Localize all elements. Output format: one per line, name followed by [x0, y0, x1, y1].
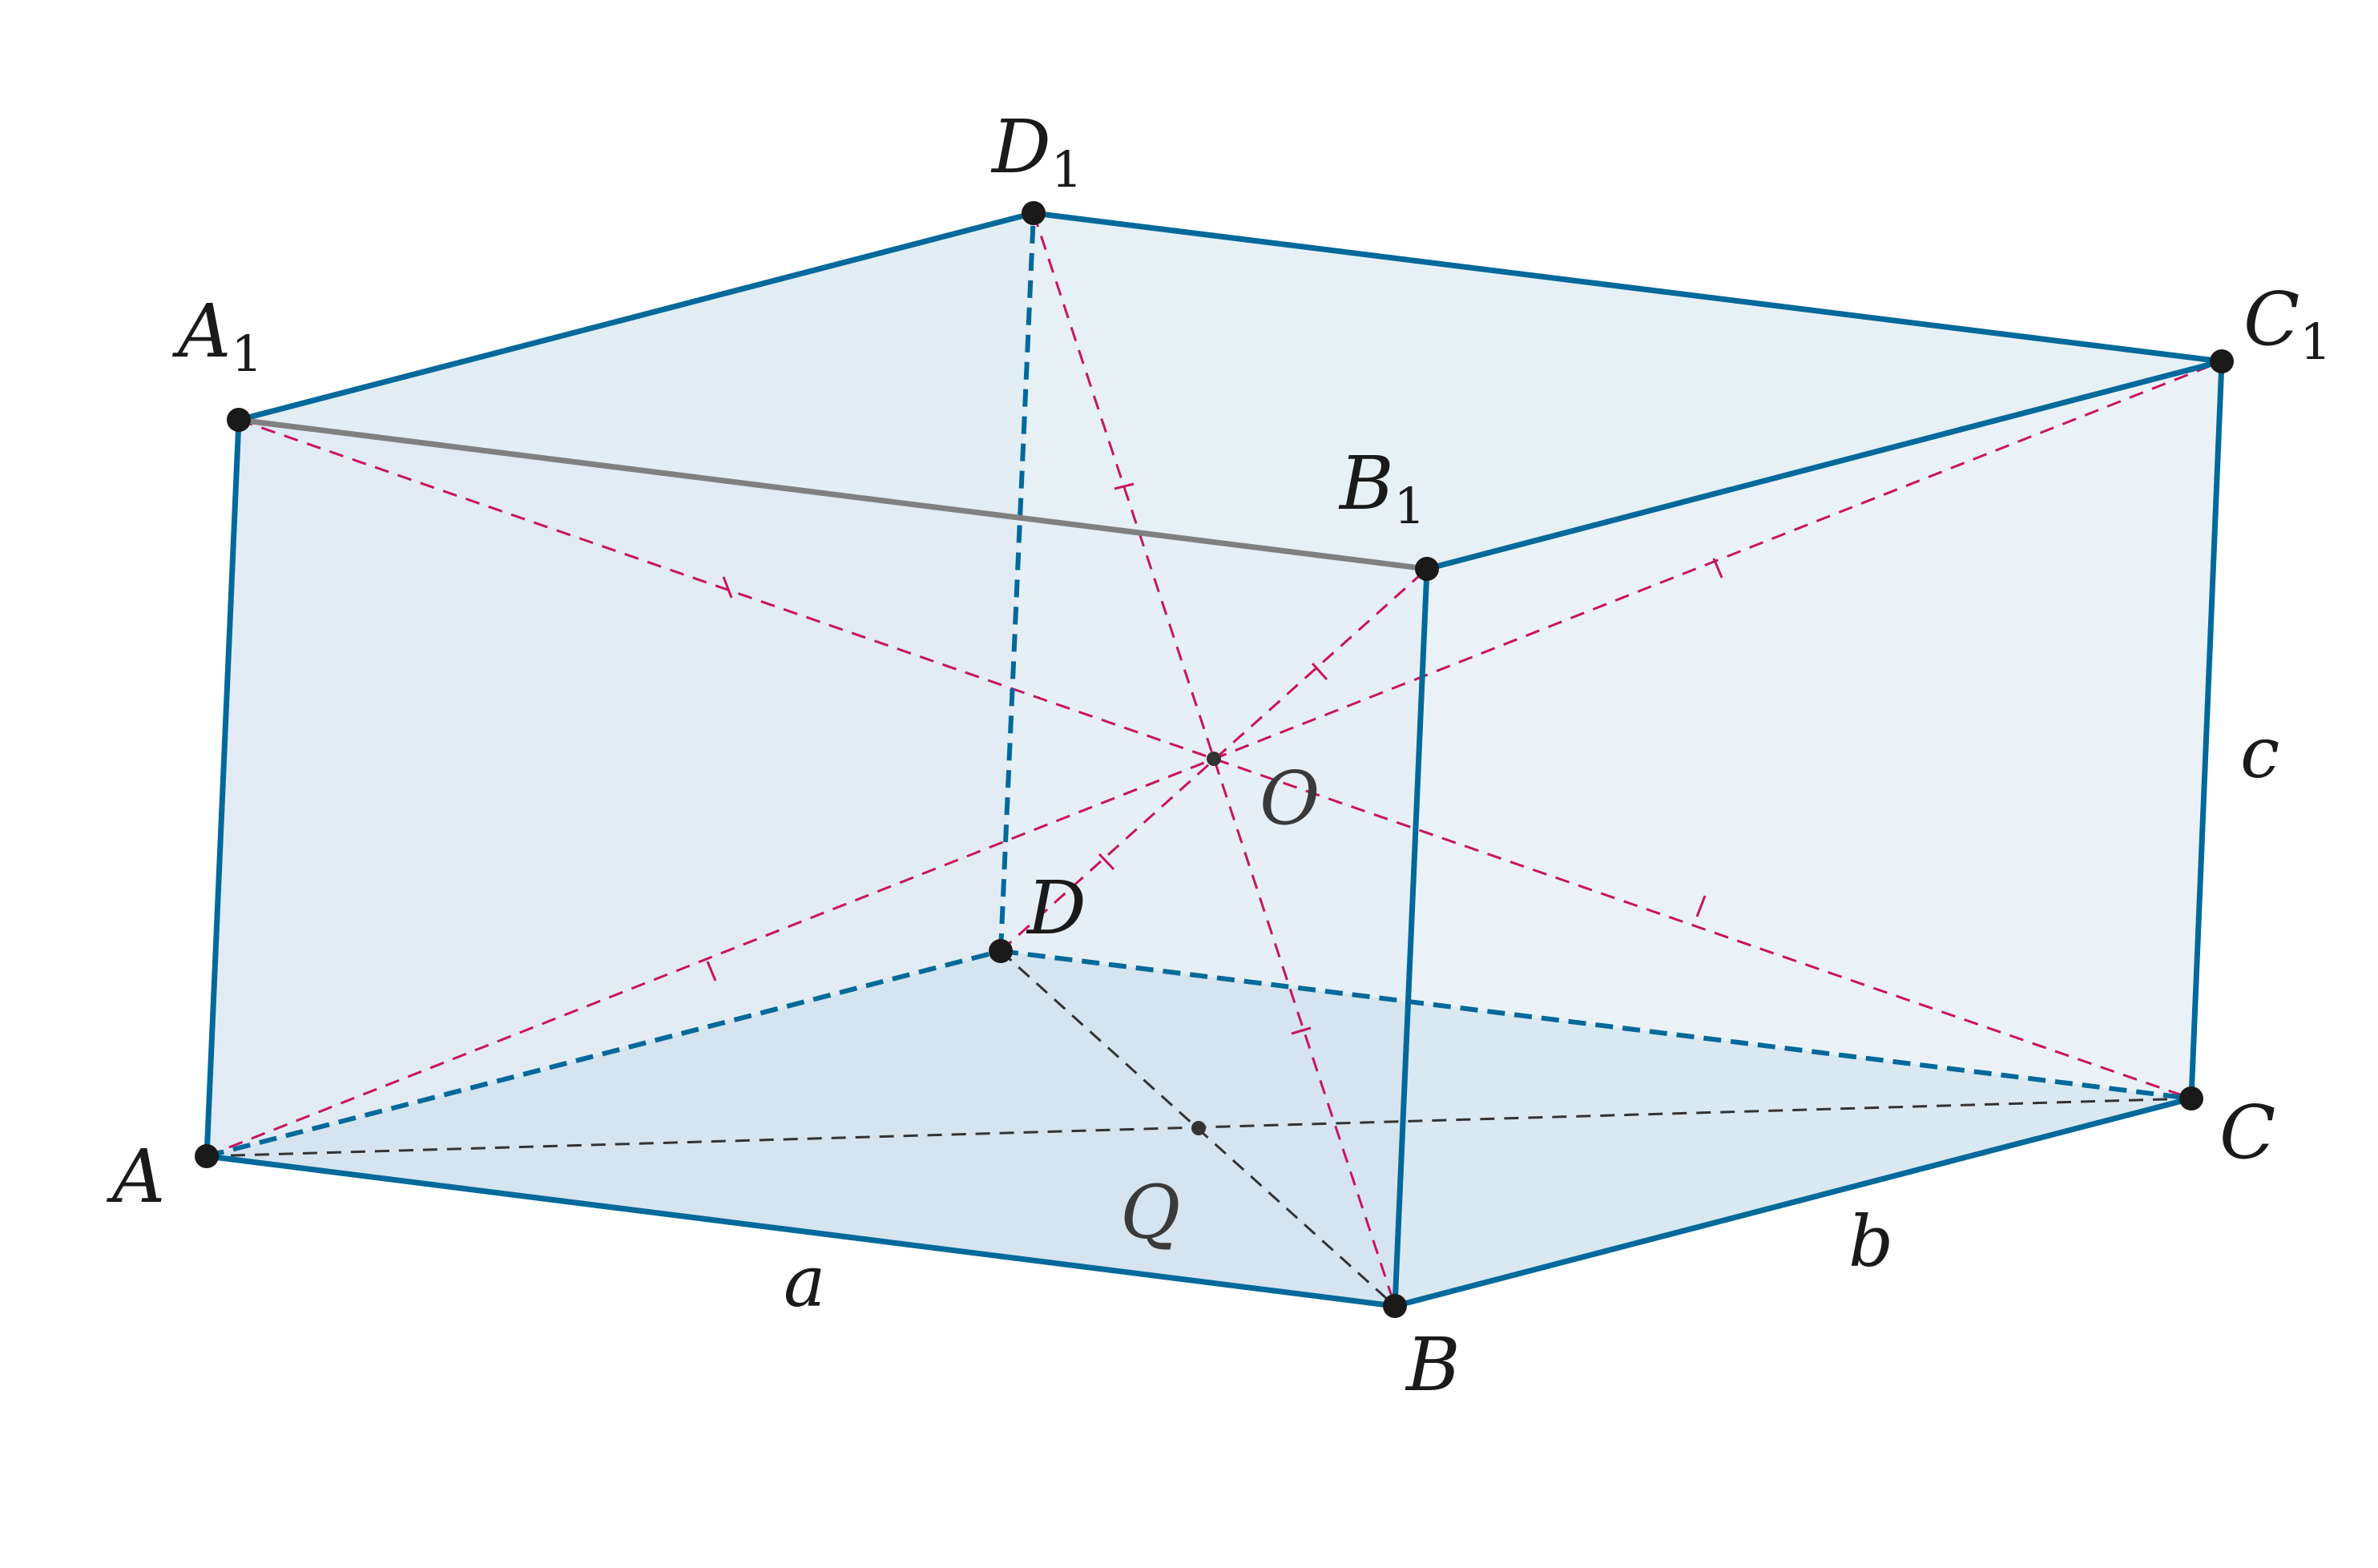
tick-mark [706, 961, 717, 982]
edge-AB [204, 1153, 1398, 1309]
edge-CC1 [2188, 358, 2225, 1102]
label-A1: A1 [171, 288, 263, 383]
vertices [195, 201, 2234, 1318]
tick-marks [706, 482, 1723, 1035]
edge-BB1 [1392, 566, 1430, 1309]
vertex-C1 [2210, 349, 2234, 373]
edge-DC [1000, 949, 2192, 1101]
edge-D1C1 [1030, 210, 2225, 365]
label-C1: C1 [2243, 276, 2332, 371]
label-edge-a: a [784, 1240, 825, 1323]
vertex-B [1383, 1294, 1407, 1318]
face-back [1001, 213, 2222, 1098]
edge-A1D1 [236, 210, 1037, 423]
diagonal-A1C [238, 418, 2192, 1100]
edge-AD [206, 949, 1002, 1159]
edge-A1B1 [236, 417, 1430, 572]
visible-edges [204, 210, 2225, 1309]
label-C: C [2219, 1090, 2275, 1175]
tick-mark [1098, 853, 1115, 871]
label-D: D [1026, 865, 1086, 951]
tick-mark [722, 576, 733, 599]
hidden-edges [206, 212, 2192, 1159]
tick-mark [1114, 482, 1135, 490]
face-front [207, 420, 1427, 1306]
tick-mark [1291, 1026, 1312, 1035]
label-O: O [1260, 756, 1320, 841]
label-B1: B1 [1338, 441, 1425, 535]
edge-B1C1 [1424, 358, 2225, 572]
face-left-back [207, 213, 1034, 1156]
label-edge-c: c [2240, 711, 2279, 794]
tick-mark [1712, 558, 1723, 578]
tick-mark [1311, 662, 1328, 681]
label-B: B [1405, 1322, 1461, 1408]
label-Q: Q [1120, 1170, 1180, 1256]
face-right [1395, 361, 2222, 1306]
edge-BC [1392, 1095, 2195, 1309]
vertex-A1 [227, 408, 251, 432]
point-Q [1191, 1121, 1206, 1135]
tick-mark [1695, 895, 1707, 917]
label-D1: D1 [990, 104, 1082, 199]
edge-DD1 [998, 212, 1036, 952]
vertex-A [195, 1144, 219, 1168]
vertex-B1 [1415, 557, 1439, 581]
vertex-D [989, 939, 1013, 963]
edge-AA1 [204, 417, 242, 1159]
label-A: A [106, 1134, 165, 1219]
vertex-D1 [1022, 201, 1046, 225]
label-edge-b: b [1848, 1200, 1893, 1283]
point-O [1207, 752, 1221, 766]
vertex-C [2179, 1086, 2203, 1110]
